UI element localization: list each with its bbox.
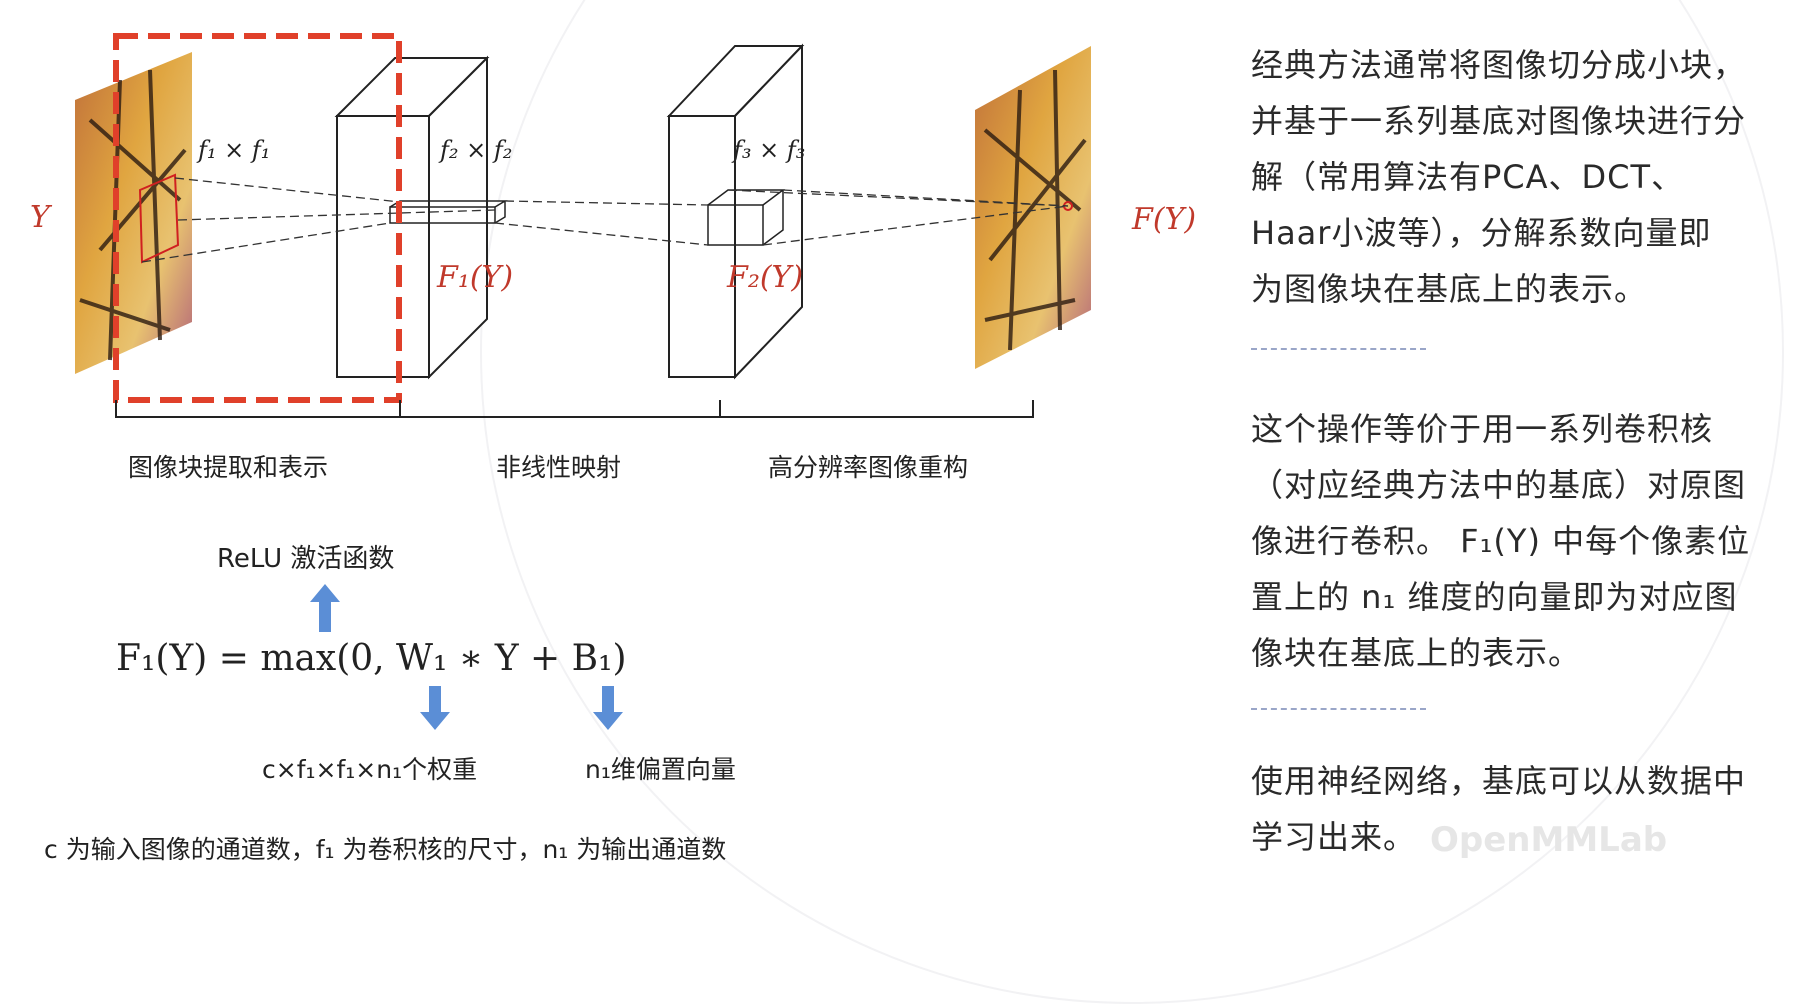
stage-bracket [115, 400, 1034, 418]
arrow-down-icon [420, 686, 450, 730]
text-line: 并基于一系列基底对图像块进行分 [1251, 102, 1747, 140]
input-label: Y [30, 200, 50, 235]
feature2-label: F₂(Y) [727, 260, 804, 295]
kernel1-label: f₁ × f₁ [198, 136, 271, 164]
patch-marker [138, 173, 180, 264]
kernel2-label: f₂ × f₂ [440, 136, 513, 164]
weights-label: c×f₁×f₁×n₁个权重 [262, 755, 478, 784]
highlight-box [113, 33, 402, 403]
input-image [75, 52, 192, 374]
footnote: c 为输入图像的通道数，f₁ 为卷积核的尺寸，n₁ 为输出通道数 [44, 835, 727, 864]
text-line: 为图像块在基底上的表示。 [1251, 270, 1648, 308]
feature-block-2 [666, 43, 805, 380]
stage-label-nonlinear-mapping: 非线性映射 [496, 453, 622, 482]
relu-label: ReLU 激活函数 [217, 544, 395, 574]
output-label: F(Y) [1132, 202, 1197, 237]
text-line: （对应经典方法中的基底）对原图 [1251, 466, 1747, 504]
kernel3-label: f₃ × f₃ [733, 136, 806, 164]
text-line: 这个操作等价于用一系列卷积核 [1251, 410, 1714, 448]
relu-equation: F₁(Y) = max(0, W₁ ∗ Y + B₁) [116, 638, 627, 679]
feature-block-1 [334, 55, 508, 380]
text-line: Haar小波等），分解系数向量即 [1251, 214, 1712, 252]
text-line: 经典方法通常将图像切分成小块， [1251, 46, 1747, 84]
stage-label-patch-extraction: 图像块提取和表示 [128, 453, 329, 482]
feature1-label: F₁(Y) [437, 260, 514, 295]
text-line: 使用神经网络，基底可以从数据中 [1251, 762, 1747, 800]
text-line: 像块在基底上的表示。 [1251, 634, 1582, 672]
text-line: 解（常用算法有PCA、DCT、 [1251, 158, 1685, 196]
arrow-down-icon [593, 686, 623, 730]
section-divider [1251, 348, 1426, 350]
arrow-up-icon [310, 584, 340, 632]
bias-label: n₁维偏置向量 [585, 755, 736, 784]
srcnn-diagram [75, 33, 1091, 418]
output-image [975, 46, 1091, 369]
text-line: 像进行卷积。 F₁(Y) 中每个像素位 [1251, 522, 1751, 560]
stage-label-reconstruction: 高分辨率图像重构 [768, 453, 969, 482]
text-line: 置上的 n₁ 维度的向量即为对应图 [1251, 578, 1738, 616]
section-divider [1251, 708, 1426, 710]
projection-lines [141, 177, 1069, 263]
watermark-logo: OpenMMLab [1430, 820, 1668, 860]
text-line: 学习出来。 [1251, 818, 1417, 856]
